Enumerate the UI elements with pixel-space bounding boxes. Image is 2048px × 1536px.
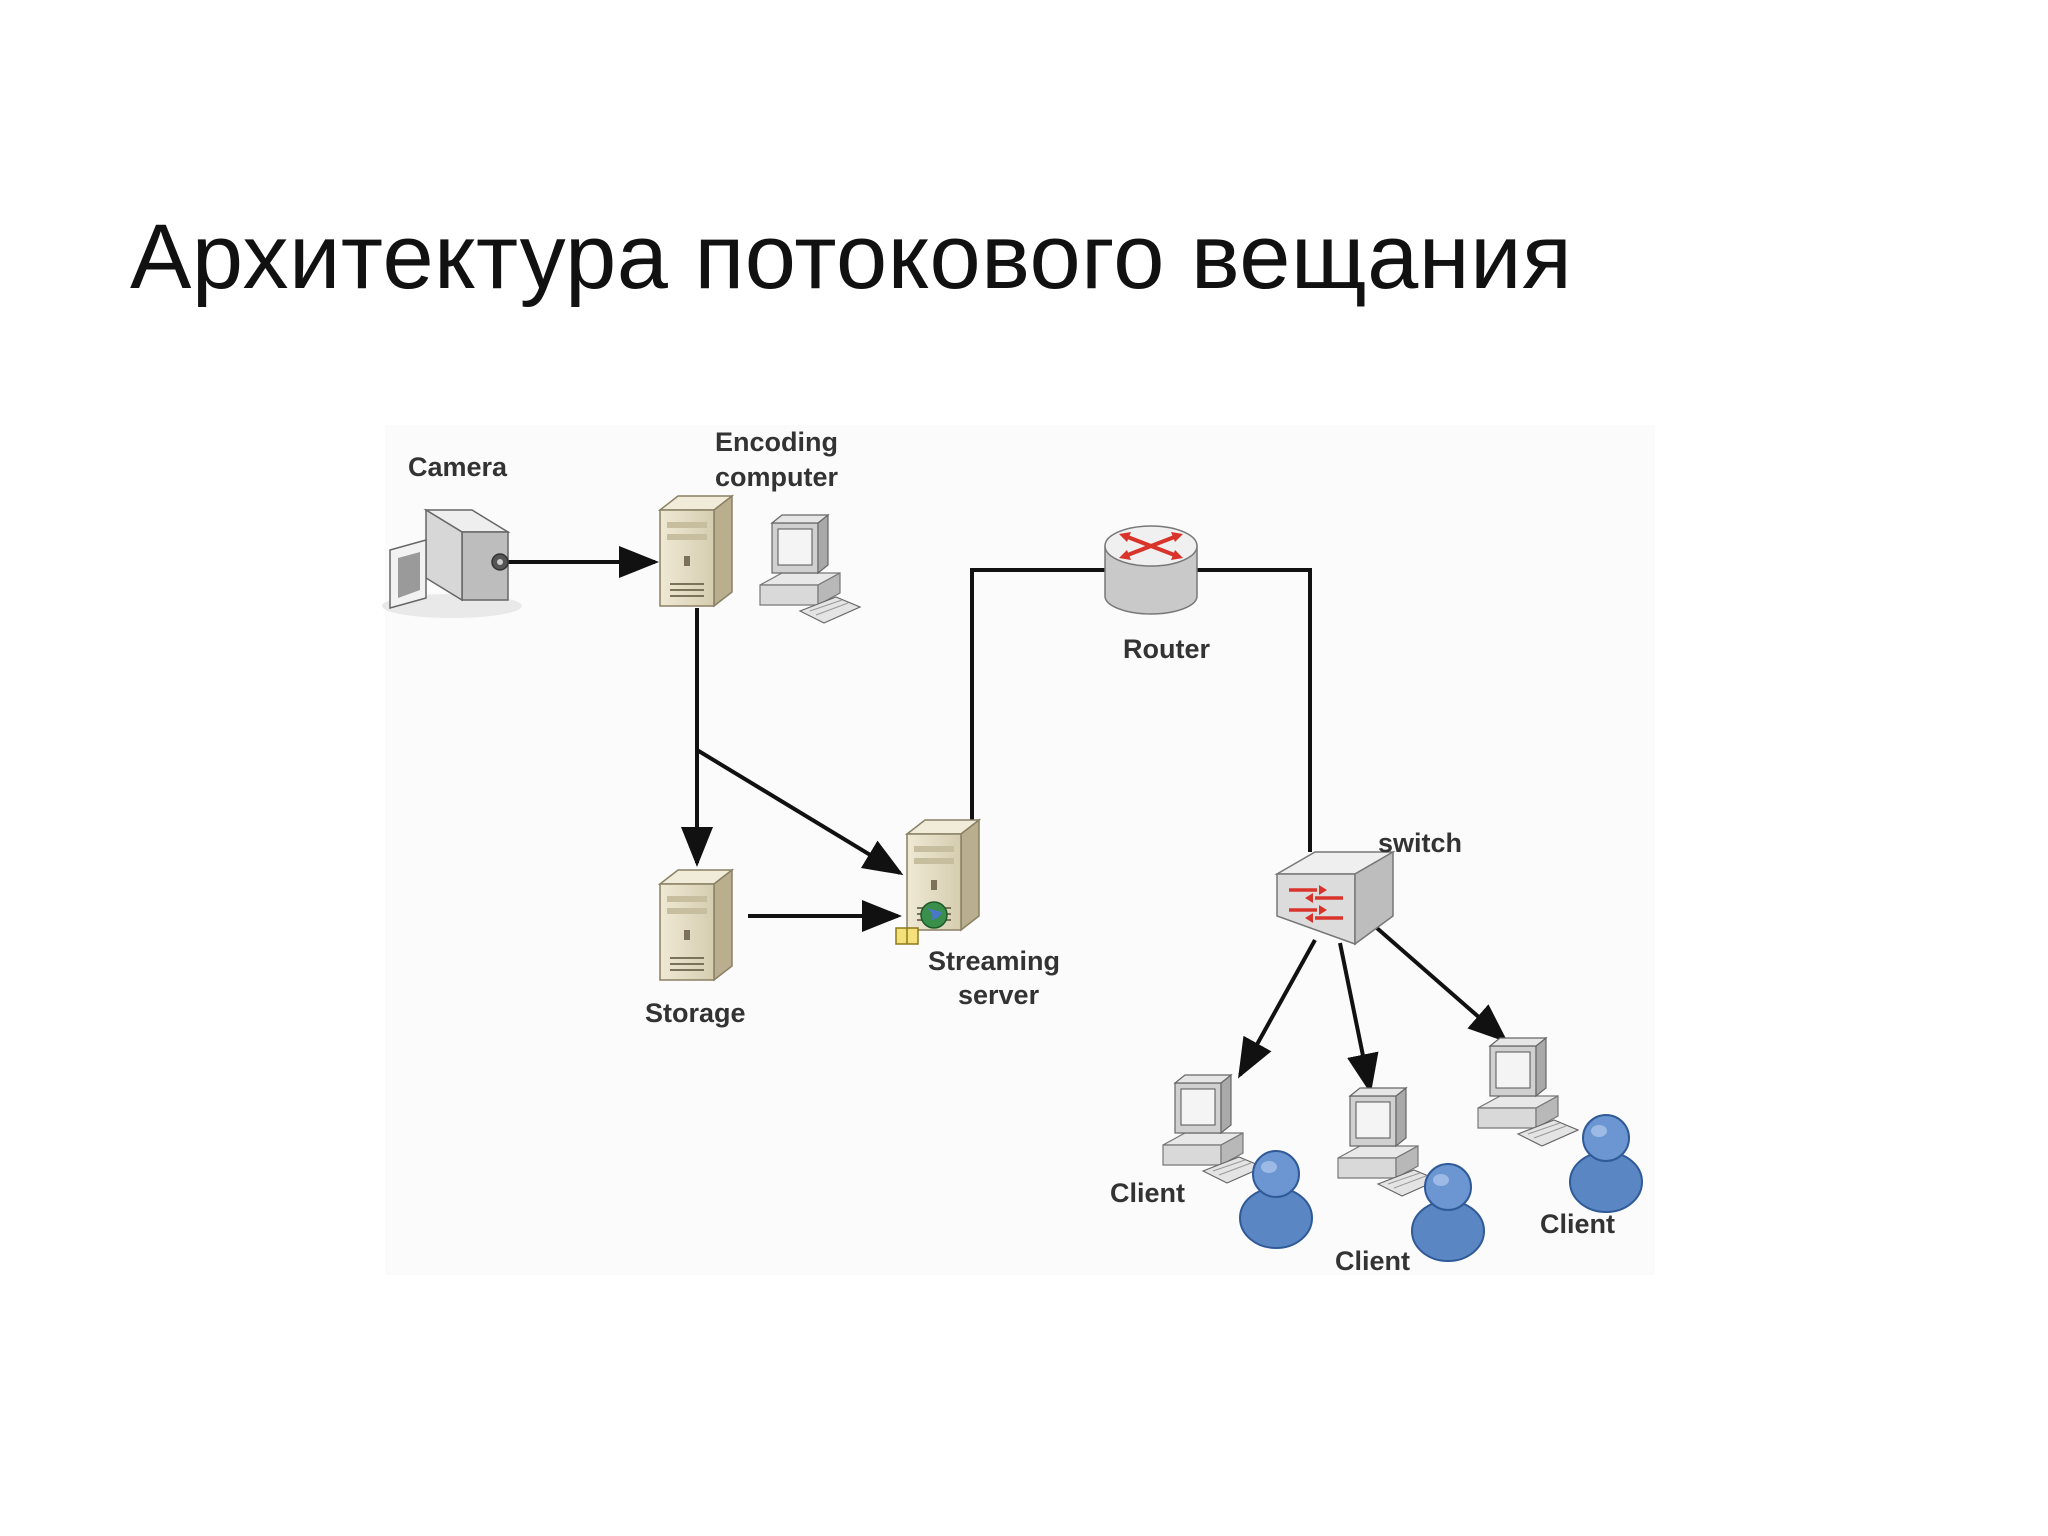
connection-lines <box>505 546 1509 1094</box>
encoding-label-line1: Encoding <box>715 427 838 457</box>
switch-label: switch <box>1378 828 1462 858</box>
router-icon <box>1104 525 1198 615</box>
globe-icon <box>920 901 948 929</box>
server-tower-icon <box>659 495 733 607</box>
encoding-to-streaming-arrow <box>695 748 904 876</box>
monitor-icon <box>759 514 861 624</box>
client-label: Client <box>1110 1178 1185 1208</box>
streaming-to-router-line <box>970 568 1108 820</box>
encoding-label-line2: computer <box>715 462 839 492</box>
streaming-label-line2: server <box>958 980 1040 1010</box>
slide-title: Архитектура потокового вещания <box>130 206 1573 308</box>
client-label: Client <box>1335 1246 1410 1276</box>
storage-node: Storage <box>645 869 746 1028</box>
switch-to-client2-arrow <box>1338 942 1379 1094</box>
client-node: Client <box>1477 1037 1643 1239</box>
client-label: Client <box>1540 1209 1615 1239</box>
camera-node: Camera <box>382 452 522 618</box>
router-label: Router <box>1123 634 1210 664</box>
storage-label: Storage <box>645 998 746 1028</box>
encoding-computer-node: Encoding computer <box>659 427 861 624</box>
folder-icon <box>895 927 919 945</box>
workstation-icon <box>1337 1087 1439 1197</box>
streaming-server-node: Streaming server <box>895 819 1060 1010</box>
server-tower-icon <box>659 869 733 981</box>
switch-to-client1-arrow <box>1238 939 1317 1079</box>
camera-label: Camera <box>408 452 508 482</box>
client-node: Client <box>1110 1074 1313 1249</box>
switch-to-client3-arrow <box>1368 920 1509 1043</box>
streaming-label-line1: Streaming <box>928 946 1060 976</box>
workstation-icon <box>1477 1037 1579 1147</box>
switch-icon <box>1274 850 1396 946</box>
router-to-switch-line <box>1195 568 1312 852</box>
client-node: Client <box>1335 1087 1485 1276</box>
workstation-icon <box>1162 1074 1264 1184</box>
switch-node: switch <box>1274 828 1462 946</box>
diagram-background <box>385 425 1655 1275</box>
router-node: Router <box>1104 525 1210 664</box>
user-icon <box>1569 1114 1643 1213</box>
camcorder-icon <box>382 508 522 618</box>
